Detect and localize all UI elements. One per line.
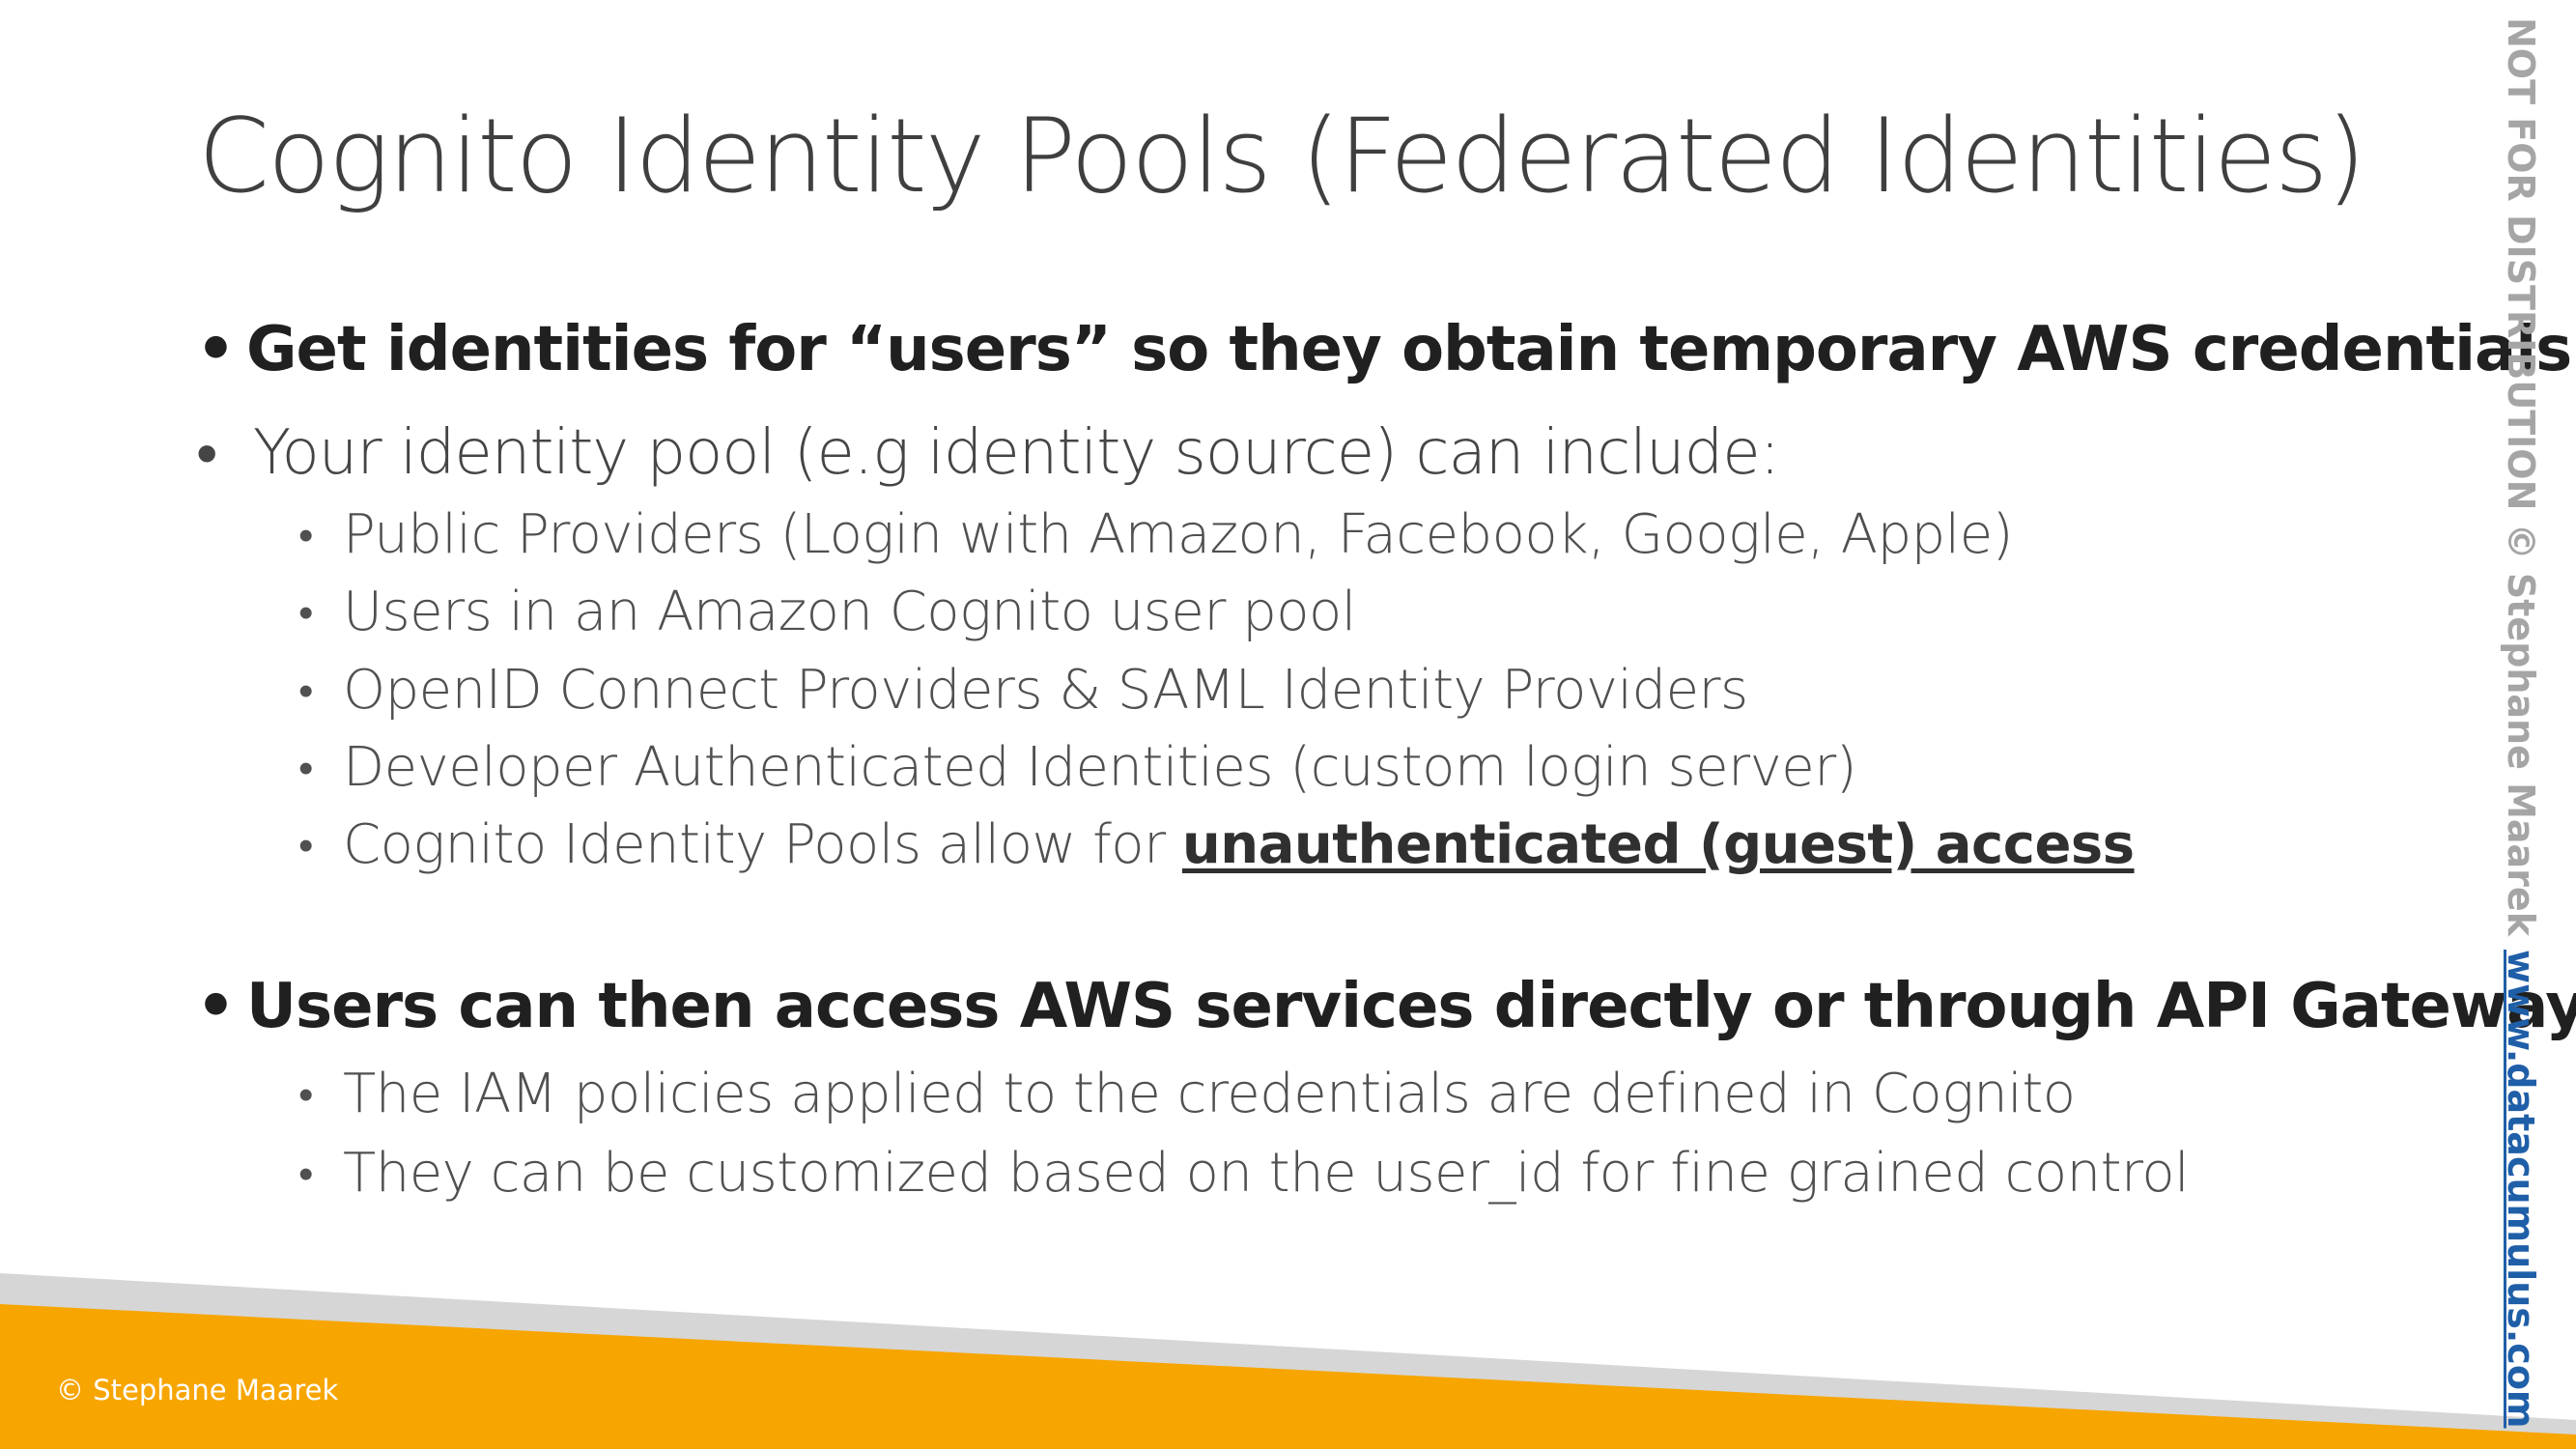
bullet-1: • Get identities for “users” so they obt…	[196, 314, 2572, 385]
bullet-dot-icon: •	[196, 971, 236, 1042]
bullet-1-text: Get identities for “users” so they obtai…	[246, 314, 2572, 385]
bullet-dot-icon: •	[298, 1070, 313, 1120]
bullet-dot-icon: •	[298, 667, 313, 716]
bullet-2-text: Your identity pool (e.g identity source)…	[253, 417, 1780, 489]
bullet-dot-icon: •	[196, 418, 217, 490]
bullet-dot-icon: •	[298, 744, 313, 793]
orange-band	[0, 1304, 2576, 1449]
bullet-dot-icon: •	[298, 588, 313, 638]
bullet-dot-icon: •	[196, 314, 236, 385]
notice-text: NOT FOR DISTRIBUTION © Stephane Maarek	[2500, 17, 2542, 936]
bullet-2: • Your identity pool (e.g identity sourc…	[196, 417, 1780, 490]
sub-bullet-2-5: • Cognito Identity Pools allow for unaut…	[298, 813, 2135, 876]
sub-bullet-3-2: • They can be customized based on the us…	[298, 1142, 2190, 1205]
bullet-3-text: Users can then access AWS services direc…	[246, 971, 2576, 1042]
website-link[interactable]: www.datacumulus.com	[2500, 949, 2542, 1429]
sub-bullet-2-4: • Developer Authenticated Identities (cu…	[298, 736, 1857, 799]
footer-copyright: © Stephane Maarek	[56, 1374, 339, 1406]
bullet-dot-icon: •	[298, 1150, 313, 1199]
slide-title: Cognito Identity Pools (Federated Identi…	[198, 97, 2366, 215]
sub-bullet-3-1: • The IAM policies applied to the creden…	[298, 1063, 2076, 1125]
sub-bullet-text: Users in an Amazon Cognito user pool	[343, 581, 1356, 643]
guest-access-emphasis: unauthenticated (guest) access	[1181, 813, 2135, 876]
sub-bullet-text: OpenID Connect Providers & SAML Identity…	[343, 659, 1748, 722]
sub-bullet-2-2: • Users in an Amazon Cognito user pool	[298, 581, 1356, 643]
sub-bullet-text: Developer Authenticated Identities (cust…	[343, 736, 1857, 799]
bullet-3: • Users can then access AWS services dir…	[196, 971, 2576, 1042]
bullet-dot-icon: •	[298, 511, 313, 560]
sub-bullet-text: The IAM policies applied to the credenti…	[343, 1063, 2076, 1125]
sub-bullet-2-3: • OpenID Connect Providers & SAML Identi…	[298, 659, 1748, 722]
distribution-notice: NOT FOR DISTRIBUTION © Stephane Maarek ww…	[2500, 17, 2542, 1429]
sub-bullet-text: Cognito Identity Pools allow for	[343, 813, 1182, 876]
sub-bullet-text: They can be customized based on the user…	[343, 1142, 2190, 1205]
sub-bullet-2-1: • Public Providers (Login with Amazon, F…	[298, 503, 2014, 566]
bullet-dot-icon: •	[298, 821, 313, 870]
sub-bullet-text: Public Providers (Login with Amazon, Fac…	[343, 503, 2014, 566]
